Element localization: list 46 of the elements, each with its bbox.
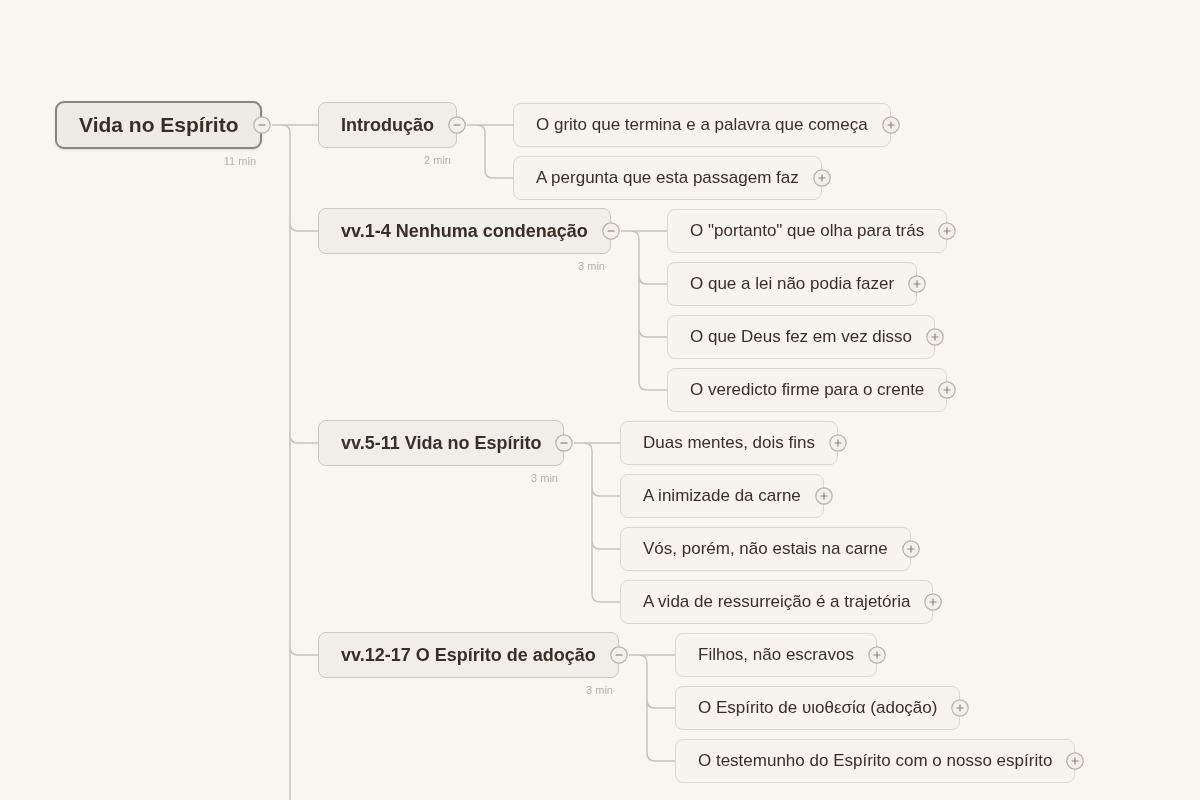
subtopic-box: [675, 633, 877, 677]
connector-line: [271, 124, 319, 800]
duration-label: 3 min: [531, 471, 558, 486]
subtopic-box: [667, 209, 948, 253]
topic-label: vv.5-11 Vida no Espírito: [341, 431, 542, 455]
subtopic-box: [667, 262, 918, 306]
topic-label: O "portanto" que olha para trás: [690, 220, 925, 243]
subtopic-box: [675, 686, 961, 730]
root-topic-box: [55, 101, 263, 149]
topic-label: A vida de ressurreição é a trajetória: [643, 591, 911, 614]
subtopic-box: [620, 474, 824, 518]
topic-label: Filhos, não escravos: [698, 644, 854, 667]
duration-label: 11 min: [223, 154, 256, 169]
topic-label: O grito que termina e a palavra que começa: [536, 114, 868, 137]
topic-box: [318, 208, 611, 254]
topic-label: A inimizade da carne: [643, 485, 801, 508]
topic-label: O Espírito de υιοθεσία (adoção): [698, 697, 938, 720]
duration-label: 3 min: [578, 259, 605, 274]
topic-label: O testemunho do Espírito com o nosso espírito: [698, 750, 1053, 773]
subtopic-box: [620, 527, 911, 571]
connector-line: [628, 654, 676, 762]
topic-label: O que Deus fez em vez disso: [690, 326, 913, 349]
duration-label: 2 min: [424, 153, 451, 168]
topic-label: O que a lei não podia fazer: [690, 273, 895, 296]
topic-box: [318, 632, 619, 678]
subtopic-box: [513, 156, 822, 200]
duration-label: 3 min: [586, 683, 613, 698]
subtopic-box: [513, 103, 891, 147]
topic-label: Vida no Espírito: [79, 112, 239, 139]
topic-label: O veredicto firme para o crente: [690, 379, 925, 402]
subtopic-box: [667, 315, 936, 359]
subtopic-box: [667, 368, 948, 412]
subtopic-box: [620, 580, 934, 624]
topic-box: [318, 420, 565, 466]
topic-label: Vós, porém, não estais na carne: [643, 538, 888, 561]
topic-box: [318, 102, 457, 148]
subtopic-box: [675, 739, 1076, 783]
connector-line: [573, 442, 621, 603]
topic-label: Duas mentes, dois fins: [643, 432, 815, 455]
topic-label: vv.12-17 O Espírito de adoção: [341, 643, 596, 667]
subtopic-box: [620, 421, 838, 465]
topic-label: Introdução: [341, 113, 434, 137]
connector-line: [466, 124, 514, 179]
topic-label: vv.1-4 Nenhuma condenação: [341, 219, 588, 243]
connector-line: [620, 230, 668, 391]
topic-label: A pergunta que esta passagem faz: [536, 167, 799, 190]
